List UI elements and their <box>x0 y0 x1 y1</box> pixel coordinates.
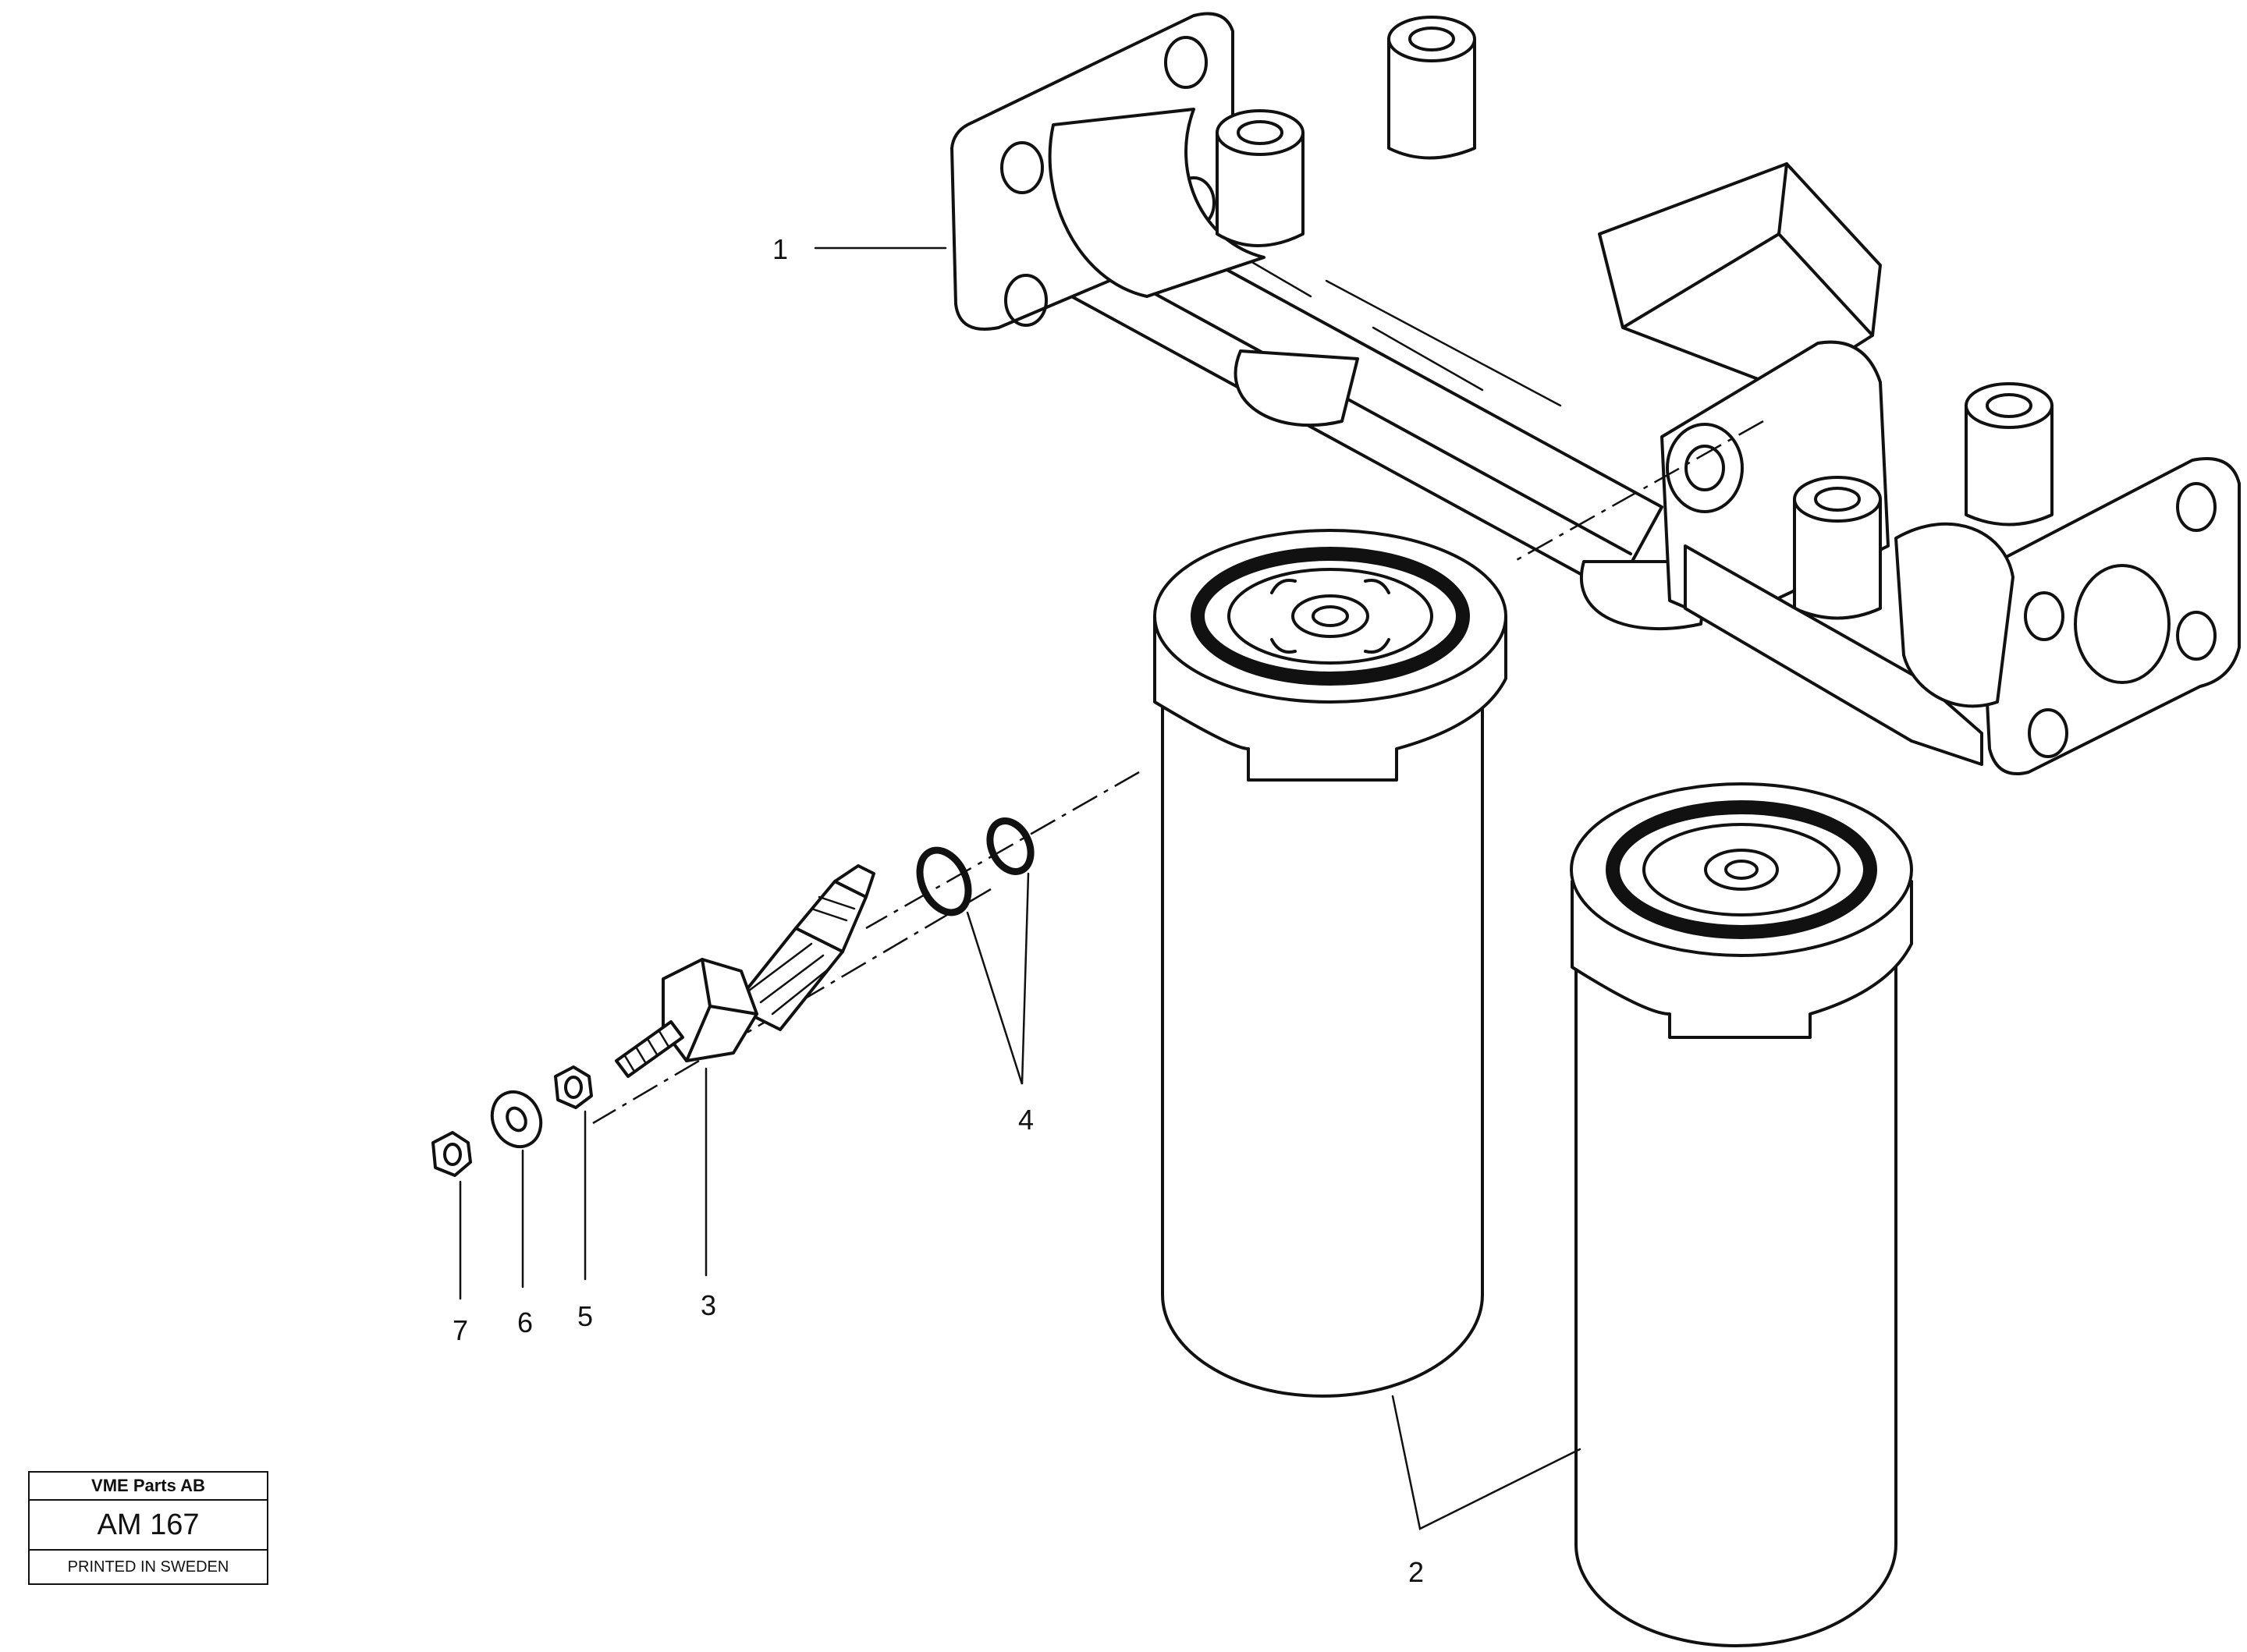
title-stamp: VME Parts AB AM 167 PRINTED IN SWEDEN <box>28 1471 268 1585</box>
callout-6: 6 <box>517 1306 533 1338</box>
callout-7: 7 <box>453 1314 468 1346</box>
nut-part-7 <box>431 1131 472 1177</box>
stamp-printed: PRINTED IN SWEDEN <box>67 1558 229 1576</box>
callout-5: 5 <box>577 1300 593 1332</box>
stamp-company: VME Parts AB <box>30 1473 267 1501</box>
callout-1: 1 <box>772 233 788 265</box>
filter-cartridge-front <box>1153 529 1507 1398</box>
filter-head-manifold <box>950 12 2241 775</box>
stamp-code: AM 167 <box>30 1501 267 1551</box>
callout-3: 3 <box>701 1289 716 1321</box>
o-ring-large <box>916 846 972 916</box>
nut-part-5 <box>554 1065 593 1109</box>
callout-2: 2 <box>1408 1556 1424 1588</box>
filter-cartridge-rear <box>1570 782 1913 1647</box>
relief-valve <box>615 864 875 1078</box>
leader-lines <box>459 246 1581 1530</box>
callout-4: 4 <box>1018 1104 1034 1136</box>
o-ring-small <box>986 817 1035 875</box>
washer-part-6 <box>490 1090 543 1149</box>
